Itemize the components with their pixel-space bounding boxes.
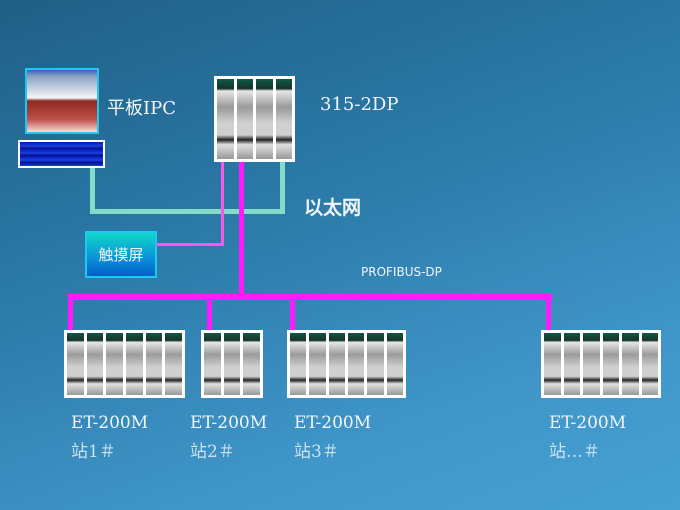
station-name: 站…＃ <box>549 442 600 462</box>
ethernet-line <box>90 209 285 214</box>
ethernet-line <box>280 160 285 214</box>
station-rack-1 <box>64 330 185 398</box>
station-model: ET-200M <box>294 413 372 433</box>
touchscreen-label: 触摸屏 <box>98 246 144 264</box>
station-name: 站1＃ <box>71 442 116 462</box>
station-model: ET-200M <box>549 413 627 433</box>
ipc-label: 平板IPC <box>107 98 176 119</box>
station-name: 站3＃ <box>294 442 339 462</box>
profibus-drop <box>290 294 295 332</box>
touchscreen-link <box>157 243 224 246</box>
cpu-rack <box>214 76 295 162</box>
profibus-line <box>239 160 244 299</box>
station-model: ET-200M <box>71 413 149 433</box>
station-rack-3 <box>287 330 406 398</box>
ipc-keyboard-icon <box>18 140 105 168</box>
station-rack-2 <box>201 330 263 398</box>
profibus-label: PROFIBUS-DP <box>361 265 442 279</box>
profibus-drop <box>68 294 73 332</box>
ipc-monitor-icon <box>25 68 99 134</box>
profibus-drop <box>546 294 551 332</box>
profibus-line <box>68 294 552 300</box>
station-model: ET-200M <box>190 413 268 433</box>
ethernet-label: 以太网 <box>304 197 362 219</box>
station-name: 站2＃ <box>190 442 235 462</box>
touchscreen-link <box>221 160 224 246</box>
cpu-label: 315-2DP <box>320 94 399 115</box>
touchscreen: 触摸屏 <box>85 231 157 278</box>
station-rack-n <box>541 330 661 398</box>
ethernet-line <box>90 166 95 214</box>
profibus-drop <box>207 294 212 332</box>
